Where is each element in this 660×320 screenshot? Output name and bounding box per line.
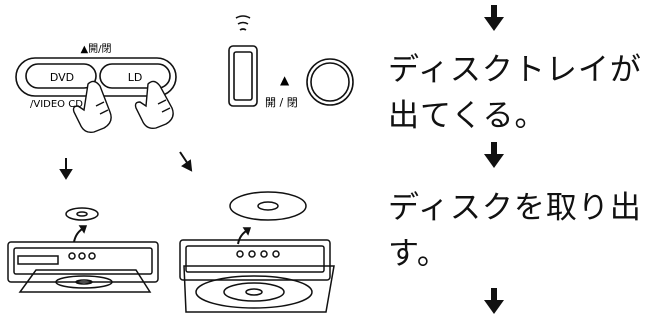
player-tray-open-icon: [7, 207, 159, 293]
remote-control-icon: [228, 15, 258, 107]
down-arrow-icon: [59, 158, 73, 180]
disc-icon: [229, 191, 307, 221]
down-arrow-icon: [484, 5, 504, 31]
step2-text-line2: す。: [388, 236, 449, 272]
ld-label: LD: [128, 71, 143, 84]
remote-eject-triangle: ▲: [280, 73, 290, 87]
video-cd-label: /VIDEO CD: [30, 99, 83, 110]
step2-text-line1: ディスクを取り出: [388, 190, 642, 226]
down-arrow-icon: [179, 151, 193, 172]
down-arrow-icon: [484, 142, 504, 168]
disc-icon: [65, 207, 99, 221]
eject-button-icon[interactable]: [306, 58, 354, 106]
down-arrow-icon: [484, 288, 504, 314]
hand-pointer-icon: [134, 80, 174, 130]
step1-text-line1: ディスクトレイが: [388, 52, 642, 88]
dvd-label: DVD: [50, 71, 74, 84]
dvd-button[interactable]: [25, 63, 97, 89]
step1-text-line2: 出てくる。: [388, 98, 547, 134]
player-tray-open-icon: [179, 191, 335, 313]
instruction-illustration: ▲開/閉 DVD LD /VIDEO CD ▲ 開 / 閉: [7, 15, 354, 313]
open-close-label: ▲開/閉: [80, 43, 111, 55]
hand-pointer-icon: [72, 80, 112, 134]
remote-open-close-label: 開 / 閉: [265, 96, 298, 109]
ld-button[interactable]: [99, 63, 171, 89]
